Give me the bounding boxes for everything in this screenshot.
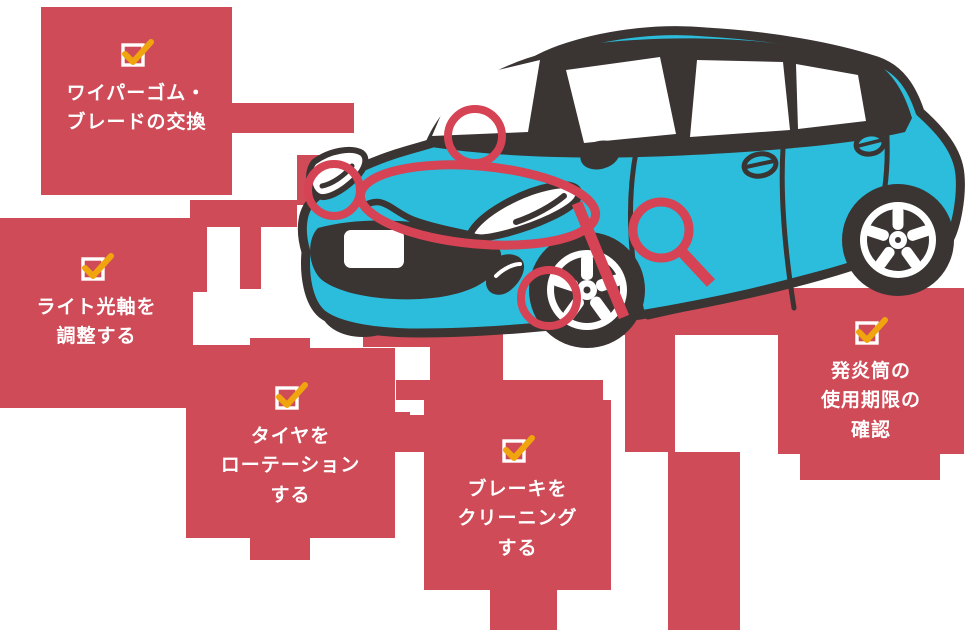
door-seam	[779, 145, 797, 311]
checklist-card-tire: タイヤを ローテーション する	[186, 348, 395, 538]
rear-door-handle	[853, 131, 887, 157]
front-door-handle	[741, 151, 779, 179]
connector-block	[800, 452, 940, 480]
annotation-overlay	[304, 105, 716, 330]
front-door-window	[566, 57, 676, 143]
fog-lamp-highlight	[494, 262, 522, 278]
connector-block	[668, 452, 740, 630]
rocker-line	[644, 256, 876, 320]
rear-door-window	[690, 60, 790, 137]
connector-block	[190, 200, 297, 227]
checklist-card-wiper: ワイパーゴム・ ブレードの交換	[41, 7, 232, 195]
hood-cut-line	[360, 198, 472, 238]
checklist-card-brake: ブレーキを クリーニング する	[424, 400, 611, 590]
checkbox-icon	[120, 39, 154, 67]
magnifier-door	[628, 197, 716, 287]
highlight-circle-front-wheel	[517, 266, 581, 330]
checkbox-icon	[274, 382, 308, 410]
diagonal-connector-line	[571, 200, 630, 320]
checkbox-icon	[855, 317, 888, 345]
front-wheel	[529, 232, 645, 348]
quarter-window	[796, 64, 866, 129]
checklist-card-flare: 発炎筒の 使用期限の 確認	[778, 288, 964, 454]
card-label: ブレーキを クリーニング する	[457, 479, 578, 559]
headlight-inner-curve	[513, 193, 567, 225]
license-plate	[344, 230, 404, 268]
connector-block	[490, 588, 557, 630]
checkbox-icon	[80, 253, 114, 281]
main-headlight	[466, 181, 583, 242]
connector-block	[193, 220, 207, 292]
card-label: ワイパーゴム・ ブレードの交換	[66, 83, 207, 134]
connector-block	[250, 535, 310, 560]
rear-wheel	[842, 184, 954, 296]
card-label: タイヤを ローテーション する	[220, 426, 361, 506]
checkbox-icon	[501, 435, 535, 463]
highlight-ellipse-hood	[355, 160, 601, 250]
checklist-card-light: ライト光軸を 調整する	[0, 218, 193, 408]
connector-block	[232, 103, 354, 133]
connector-block	[240, 227, 261, 289]
connector-block	[625, 335, 675, 452]
card-label: 発炎筒の 使用期限の 確認	[820, 361, 921, 441]
connector-block	[250, 338, 310, 350]
side-mirror	[580, 140, 620, 170]
card-label: ライト光軸を 調整する	[36, 297, 157, 348]
